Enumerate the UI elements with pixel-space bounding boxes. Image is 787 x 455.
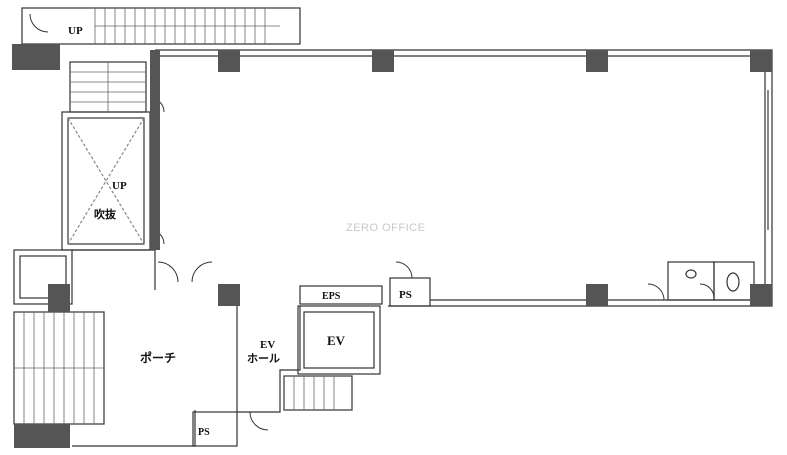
column — [586, 50, 608, 72]
columns — [12, 44, 772, 448]
label-porch: ポーチ — [140, 350, 176, 365]
label-ps-upper: PS — [399, 289, 412, 301]
lower-stair-treads — [293, 376, 335, 410]
label-ev-hall-1: EV — [260, 339, 275, 351]
main-office-inner — [160, 55, 766, 301]
void-diagonal-2 — [67, 117, 145, 245]
door-swing-8 — [29, 13, 49, 33]
toilet-room-2 — [713, 261, 755, 301]
ps-upper-room — [389, 277, 431, 307]
label-void: 吹抜 — [94, 207, 117, 221]
toilet-fixture-1 — [685, 269, 697, 279]
lower-stair — [283, 375, 353, 411]
left-box-inner — [19, 255, 67, 299]
watermark-text: ZERO OFFICE — [346, 222, 425, 234]
column — [218, 50, 240, 72]
column — [218, 284, 240, 306]
label-ps-lower: PS — [198, 427, 210, 438]
porch-stair-treads — [14, 312, 104, 424]
door-swing-4 — [395, 261, 413, 279]
label-up-top: UP — [68, 25, 83, 37]
door-swing-7 — [699, 283, 715, 299]
column — [12, 44, 60, 70]
ev-shaft-inner — [303, 311, 375, 369]
porch-bottom — [72, 410, 196, 447]
door-swing-6 — [647, 283, 665, 301]
label-eps: EPS — [322, 291, 341, 302]
porch-outline — [72, 249, 156, 290]
left-box — [13, 249, 73, 305]
stair-core-inner — [67, 117, 145, 245]
column — [48, 284, 70, 312]
column — [750, 50, 772, 72]
main-office-outline — [155, 49, 773, 307]
door-swing-5 — [249, 411, 269, 431]
column — [14, 424, 70, 448]
exterior-stair-top — [21, 7, 301, 45]
column — [750, 284, 772, 306]
label-ev: EV — [327, 333, 346, 348]
top-stair-treads — [94, 8, 280, 44]
door-swing-3 — [157, 261, 213, 283]
ev-hall-outline — [236, 306, 301, 413]
ev-shaft — [297, 305, 381, 375]
stair-core — [61, 111, 151, 251]
void-diagonal-1 — [67, 117, 145, 245]
label-up-stair: UP — [112, 180, 127, 192]
toilet-room-1 — [667, 261, 715, 301]
column — [372, 50, 394, 72]
column — [150, 50, 160, 250]
ps-lower-room — [192, 411, 238, 447]
eps-room — [299, 285, 383, 305]
toilet-fixture-2 — [726, 272, 740, 292]
label-ev-hall-2: ホール — [247, 352, 280, 365]
upper-stair-treads — [70, 62, 146, 112]
column — [586, 284, 608, 306]
